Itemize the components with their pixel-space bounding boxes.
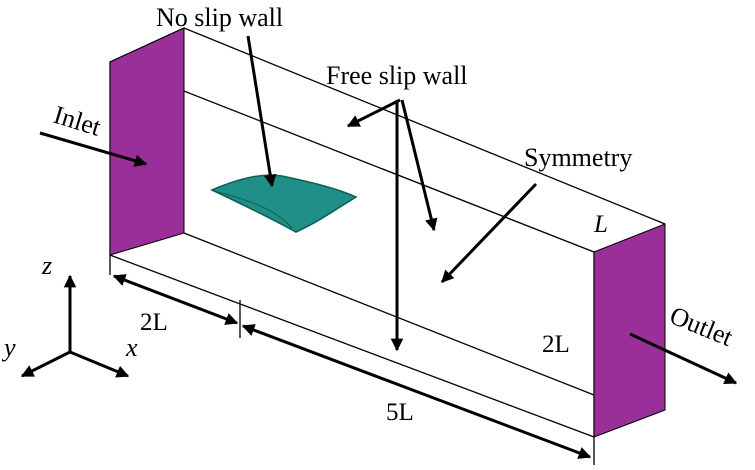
dimension-arrows — [112, 274, 592, 459]
inlet-arrow — [39, 131, 148, 167]
axis-label-y: y — [1, 333, 16, 362]
coordinate-axes — [20, 274, 130, 378]
plate-no-slip-wall — [210, 174, 358, 233]
label-width-2l: 2L — [140, 309, 168, 336]
box-front-bottom-edge — [109, 254, 595, 438]
outlet-arrow — [629, 332, 738, 385]
axis-label-z: z — [41, 251, 52, 280]
x-axis — [69, 350, 130, 378]
y-axis — [20, 350, 71, 378]
symmetry-arrow — [440, 182, 538, 284]
plate-crease — [213, 190, 293, 229]
free-slip-arrow-top — [346, 98, 401, 128]
plate-surface — [210, 174, 358, 233]
box-top-back-edge — [183, 27, 666, 225]
box-top-front-edge — [109, 61, 595, 253]
outlet-face — [593, 223, 666, 438]
label-depth-l: L — [593, 211, 608, 238]
label-outlet: Outlet — [666, 301, 738, 353]
no-slip-arrow — [246, 35, 277, 188]
axis-label-x: x — [125, 333, 138, 362]
dim-2l-arrow — [112, 274, 239, 325]
annotation-arrows — [39, 35, 738, 385]
label-inlet: Inlet — [50, 100, 105, 142]
dim-5l-arrow — [241, 324, 592, 459]
label-free-slip-wall: Free slip wall — [326, 61, 468, 90]
free-slip-arrow-side — [400, 99, 438, 232]
label-symmetry: Symmetry — [524, 143, 632, 172]
inlet-face — [109, 27, 185, 256]
label-height-2l: 2L — [542, 331, 570, 358]
label-length-5l: 5L — [386, 399, 414, 426]
label-no-slip-wall: No slip wall — [156, 3, 283, 32]
box-back-bottom-edge — [183, 232, 595, 396]
